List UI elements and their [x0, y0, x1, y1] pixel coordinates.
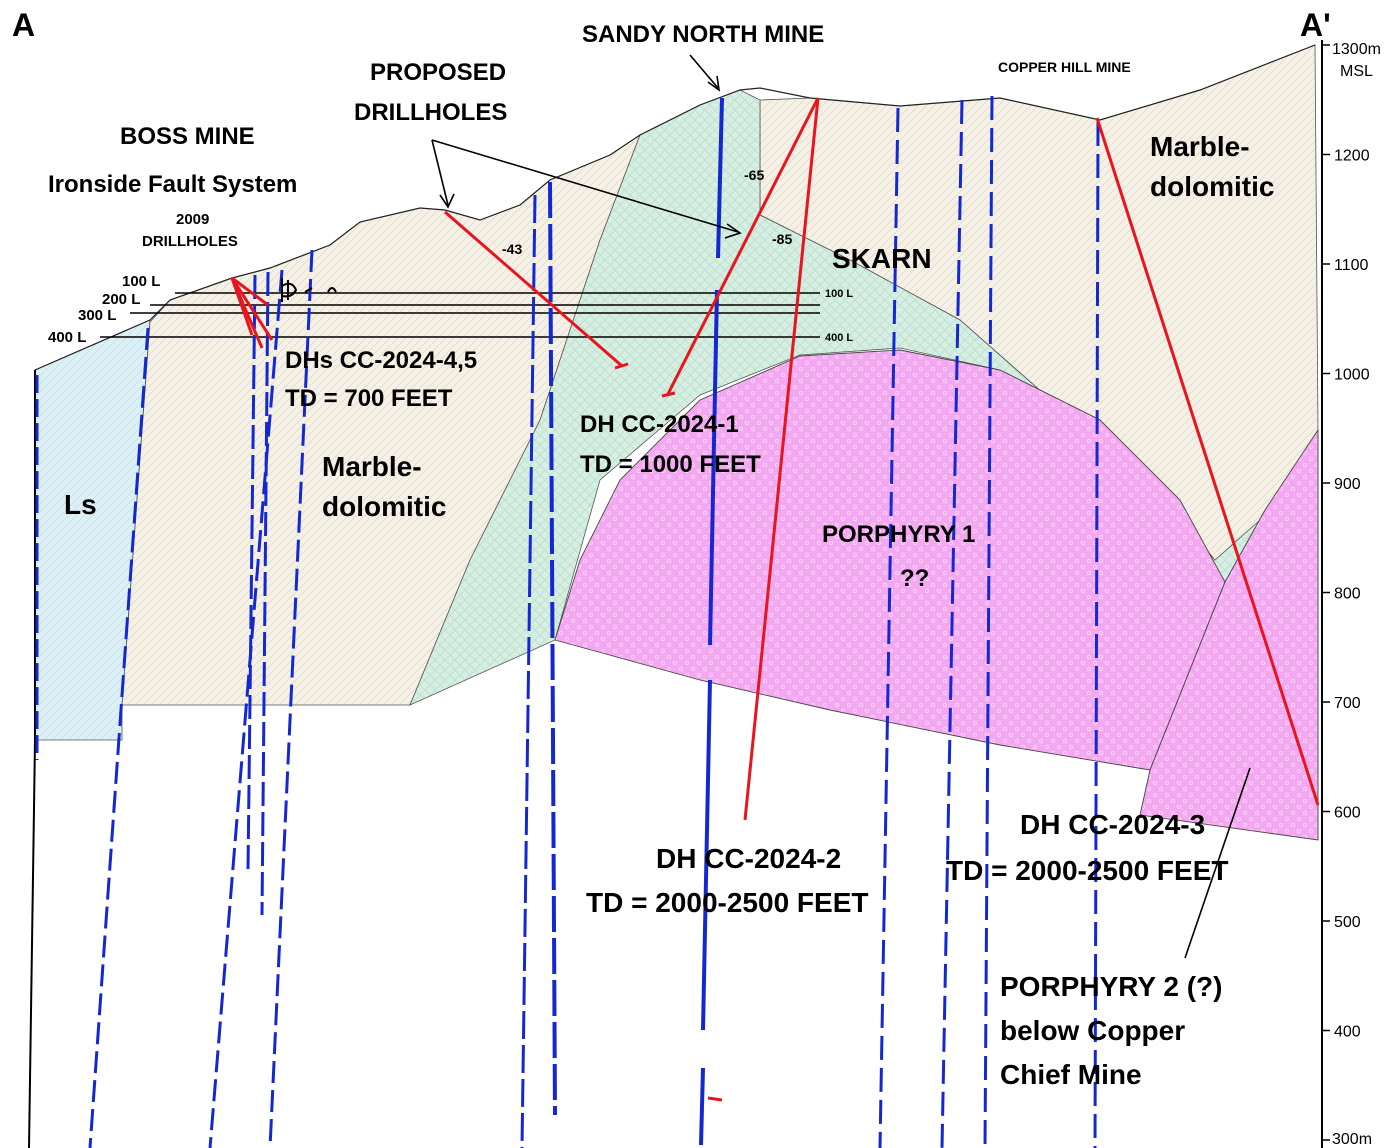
porphyry2-label-line2: below Copper — [1000, 1015, 1185, 1046]
existing-hole — [940, 99, 964, 1148]
proposed-hole-cc-2024-4-5b — [230, 277, 274, 341]
porphyry2-label-line3: Chief Mine — [1000, 1059, 1142, 1090]
porphyry2-label-line1: PORPHYRY 2 (?) — [1000, 971, 1222, 1002]
existing-hole — [716, 97, 724, 259]
dh3-label-line2: TD = 2000-2500 FEET — [946, 855, 1228, 886]
elevation-tick-label: 500 — [1334, 914, 1361, 931]
level-100-right: 100 L — [825, 288, 853, 300]
section-end-a: A — [12, 7, 35, 43]
marble-left-label-line1: Marble- — [322, 451, 422, 482]
marble-left-label-line2: dolomitic — [322, 491, 446, 522]
level-200-left: 200 L — [102, 291, 140, 308]
porphyry1-label-line2: ?? — [900, 565, 929, 592]
dip-label-65: -65 — [744, 167, 764, 183]
elevation-tick-label: 1200 — [1334, 148, 1370, 165]
drillholes-2009-line2: DRILLHOLES — [142, 233, 238, 250]
existing-hole — [548, 181, 557, 1116]
elevation-tick-label: 900 — [1334, 476, 1361, 493]
dh3-label-line1: DH CC-2024-3 — [1020, 809, 1205, 840]
dip-label-43: -43 — [502, 241, 522, 257]
existing-hole — [246, 274, 257, 871]
skarn-unit — [409, 89, 1301, 706]
elevation-tick-label: 1100 — [1334, 257, 1369, 274]
existing-drillholes — [35, 95, 1100, 1148]
elevation-tick-label: 700 — [1334, 695, 1361, 712]
existing-hole — [708, 289, 719, 646]
existing-hole — [208, 269, 284, 1148]
drillhole-2009-sketch — [281, 278, 337, 302]
dh45-label-line2: TD = 700 FEET — [285, 385, 453, 412]
proposed-hole-a — [444, 210, 623, 368]
leader-arrows — [431, 54, 1251, 959]
existing-hole — [983, 95, 994, 1148]
existing-hole — [520, 194, 537, 1148]
section-end-a-prime: A' — [1300, 7, 1331, 43]
proposed-hole-cc-2024-3 — [1095, 117, 1320, 806]
left-boundary — [28, 370, 36, 1148]
drillholes-2009-line1: 2009 — [176, 211, 209, 228]
porphyry1-label-line1: PORPHYRY 1 — [822, 521, 975, 548]
existing-hole — [699, 1067, 705, 1146]
elevation-ticks: 1200 1100 1000 900 800 700 600 500 400 — [1322, 44, 1370, 1141]
existing-hole — [268, 249, 314, 1148]
proposed-label-line1: PROPOSED — [370, 59, 506, 86]
dh2-label-line2: TD = 2000-2500 FEET — [586, 887, 868, 918]
existing-hole — [701, 679, 712, 1031]
proposed-hole-cc-2024-2 — [743, 97, 820, 821]
elevation-tick-label: 600 — [1334, 805, 1361, 822]
marble-right-label-line2: dolomitic — [1150, 171, 1274, 202]
porphyry2-unit — [1139, 428, 1319, 841]
axis-top-sublabel: MSL — [1340, 63, 1373, 80]
elevation-tick-label: 800 — [1334, 586, 1361, 603]
level-100-left: 100 L — [122, 273, 160, 290]
dh1-label-line1: DH CC-2024-1 — [580, 411, 739, 438]
level-400-left: 400 L — [48, 329, 86, 346]
skarn-label: SKARN — [832, 243, 932, 274]
dh45-label-line1: DHs CC-2024-4,5 — [285, 347, 477, 374]
elevation-tick-label: 400 — [1334, 1024, 1361, 1041]
proposed-drillholes — [230, 97, 1320, 1102]
marble-right-label-line1: Marble- — [1150, 131, 1250, 162]
proposed-hole-cc-2024-1 — [666, 97, 820, 395]
dh1-label-line2: TD = 1000 FEET — [580, 451, 761, 478]
dh2-label-line1: DH CC-2024-2 — [656, 843, 841, 874]
elevation-tick-label: 1000 — [1334, 367, 1370, 384]
proposed-hole-cc-2024-4-5c — [231, 276, 269, 307]
proposed-hole-cc-2024-4-5d — [230, 277, 254, 336]
boss-mine-label: BOSS MINE — [120, 123, 255, 150]
existing-hole — [878, 107, 900, 1148]
dip-label-85: -85 — [772, 231, 792, 247]
existing-hole — [88, 327, 150, 1148]
ls-unit-label: Ls — [64, 489, 97, 520]
axis-top-label: 1300m — [1332, 41, 1381, 58]
sandy-north-mine-label: SANDY NORTH MINE — [582, 21, 824, 48]
copper-hill-mine-label: COPPER HILL MINE — [998, 59, 1131, 75]
fault-label: Ironside Fault System — [48, 171, 297, 198]
level-400-right: 400 L — [825, 332, 853, 344]
existing-hole — [260, 271, 270, 916]
axis-bottom-label: 300m — [1332, 1131, 1372, 1148]
topographic-surface — [34, 44, 1316, 371]
proposed-label-line2: DRILLHOLES — [354, 99, 507, 126]
level-300-left: 300 L — [78, 307, 116, 324]
existing-hole — [1093, 121, 1100, 1148]
